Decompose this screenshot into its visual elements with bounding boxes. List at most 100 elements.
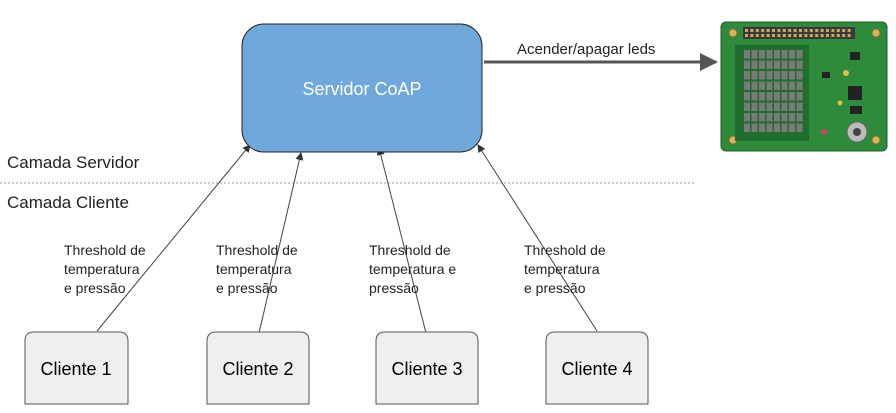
board-led — [796, 92, 803, 101]
board-led — [766, 81, 773, 90]
board-chip — [850, 106, 862, 114]
board-led — [796, 50, 803, 59]
board-led — [744, 92, 750, 101]
server-box — [241, 23, 483, 153]
board-led — [774, 102, 780, 111]
board-pin — [836, 34, 840, 37]
arrow-client-1 — [96, 144, 251, 332]
board-led — [751, 81, 758, 90]
board-led — [781, 71, 788, 80]
board-mount-hole — [871, 135, 881, 145]
board-pin — [745, 29, 748, 32]
server-node: Servidor CoAP — [241, 23, 483, 153]
board-pin — [788, 34, 792, 37]
board-pin — [761, 29, 765, 32]
board-led — [759, 102, 765, 111]
board-pin — [745, 34, 748, 37]
board-led — [774, 81, 780, 90]
board-led — [781, 92, 788, 101]
client-node-2: Cliente 2 — [206, 331, 310, 405]
board-pin — [793, 34, 797, 37]
board-led — [796, 113, 803, 122]
client-box — [375, 331, 479, 405]
board-led — [789, 113, 795, 122]
board-chip — [850, 52, 860, 60]
board-pin — [755, 34, 759, 37]
board-led — [796, 81, 803, 90]
board-pin — [836, 29, 840, 32]
board-led — [759, 50, 765, 59]
board-led — [789, 123, 795, 132]
board-pin — [777, 34, 781, 37]
board-chip — [822, 72, 830, 78]
board-led-matrix — [744, 50, 803, 132]
board-led — [744, 113, 750, 122]
board-led — [744, 81, 750, 90]
board-pin — [772, 34, 775, 37]
board-led — [789, 71, 795, 80]
board-led — [774, 113, 780, 122]
board-pin — [782, 34, 786, 37]
board-led — [774, 60, 780, 69]
board-led — [759, 71, 765, 80]
board-pin — [761, 34, 765, 37]
board-logo — [821, 129, 827, 135]
board-led — [744, 123, 750, 132]
board-led — [789, 102, 795, 111]
board-pin — [820, 34, 824, 37]
board-led — [751, 102, 758, 111]
board-pin — [826, 34, 829, 37]
board-led — [751, 60, 758, 69]
board-pin — [750, 29, 754, 32]
board-led — [744, 71, 750, 80]
board-led — [751, 92, 758, 101]
board-header-pins — [743, 27, 855, 39]
board-pin — [847, 34, 851, 37]
board-led — [789, 81, 795, 90]
client-box — [545, 331, 649, 405]
board-led — [774, 123, 780, 132]
client-label: Cliente 2 — [222, 359, 293, 379]
board-led — [759, 92, 765, 101]
board-led — [796, 71, 803, 80]
edge-label-client-4: Threshold de temperatura e pressão — [524, 242, 606, 296]
board-pin — [788, 29, 792, 32]
board-pin — [772, 29, 775, 32]
client-label: Cliente 3 — [391, 359, 462, 379]
board-pin — [809, 29, 813, 32]
board-led — [744, 60, 750, 69]
board-led — [796, 60, 803, 69]
board-pin — [842, 34, 846, 37]
board-led — [781, 113, 788, 122]
board-pin — [831, 29, 835, 32]
board-pin — [782, 29, 786, 32]
board-pin — [820, 29, 824, 32]
board-led — [789, 50, 795, 59]
client-arrows — [96, 144, 598, 334]
board-led — [766, 60, 773, 69]
client-node-4: Cliente 4 — [545, 331, 649, 405]
client-label: Cliente 4 — [561, 359, 632, 379]
board-joystick-cap — [853, 128, 861, 136]
arrow-client-3 — [376, 147, 427, 334]
board-led — [759, 60, 765, 69]
action-label: Acender/apagar leds — [517, 41, 656, 58]
board-led — [796, 102, 803, 111]
board-led — [751, 113, 758, 122]
board-led — [774, 50, 780, 59]
board-pin — [750, 34, 754, 37]
edge-label-client-2: Threshold de temperatura e pressão — [216, 242, 298, 296]
board-led — [744, 102, 750, 111]
edge-label-client-3: Threshold de temperatura e pressão — [369, 242, 457, 296]
board-led — [766, 113, 773, 122]
board-led — [789, 60, 795, 69]
client-box — [206, 331, 310, 405]
board-led — [759, 123, 765, 132]
board-pin — [804, 29, 808, 32]
board-pin — [842, 29, 846, 32]
board-led — [759, 81, 765, 90]
board-pin — [799, 34, 802, 37]
board-led — [751, 50, 758, 59]
board-led — [781, 50, 788, 59]
